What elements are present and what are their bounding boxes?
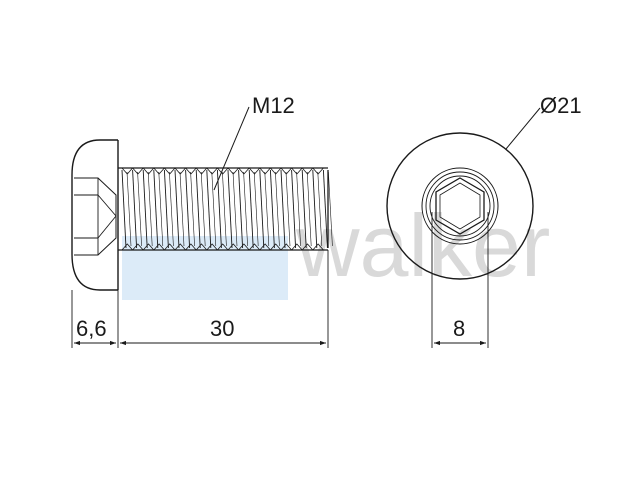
thread-crest-line — [227, 169, 233, 249]
bolt-head-side-view — [71, 139, 119, 291]
thread-root-line — [232, 171, 238, 247]
thread-root-line — [264, 171, 270, 247]
thread-tooth-bottom — [185, 243, 197, 251]
diameter-callout-label: Ø21 — [540, 93, 582, 118]
thread-crest-line — [174, 169, 180, 249]
thread-crest-line — [238, 169, 244, 249]
thread-root-line — [200, 171, 206, 247]
thread-root-line — [211, 171, 217, 247]
thread-root-line — [147, 171, 153, 247]
thread-crest-line — [216, 169, 222, 249]
m12-leader-line — [213, 106, 250, 191]
shank-length-label: 30 — [210, 316, 234, 341]
thread-tooth-bottom — [195, 243, 208, 251]
thread-tooth-bottom — [153, 243, 165, 251]
thread-crest-line — [269, 169, 275, 249]
thread-root-line — [169, 171, 174, 247]
thread-crest-line — [206, 169, 212, 249]
thread-crest-line — [259, 169, 265, 249]
thread-callout-label: M12 — [252, 93, 295, 118]
thread-root-line — [190, 171, 195, 247]
thread-tooth-top — [259, 167, 271, 175]
thread-crest-line — [280, 169, 286, 249]
dimension-shank-length: 30 — [120, 250, 329, 348]
thread-crest-line — [301, 169, 307, 249]
hex-socket-outline — [435, 177, 485, 235]
thread-tooth-top — [132, 167, 144, 175]
thread-tooth-top — [121, 167, 133, 175]
thread-crest-line — [312, 169, 318, 249]
thread-tooth-top — [291, 167, 303, 175]
thread-tooth-bottom — [121, 243, 133, 251]
thread-crest-line — [163, 169, 169, 249]
thread-tooth-bottom — [238, 243, 250, 251]
thread-tooth-bottom — [132, 243, 144, 251]
head-length-label: 6,6 — [76, 316, 107, 341]
thread-tooth-bottom — [164, 243, 176, 251]
thread-tooth-bottom — [217, 243, 229, 251]
dimension-head-length: 6,6 — [71, 290, 119, 348]
thread-tooth-bottom — [142, 243, 155, 251]
thread-crest-line — [195, 169, 201, 249]
thread-tooth-top — [195, 167, 208, 175]
thread-crest-line — [248, 169, 254, 249]
thread-tooth-top — [153, 167, 165, 175]
thread-root-line — [328, 171, 333, 247]
thread-root-line — [243, 171, 248, 247]
thread-root-line — [296, 171, 301, 247]
thread-tooth-bottom — [270, 243, 282, 251]
thread-root-line — [285, 171, 291, 247]
thread-root-line — [317, 171, 323, 247]
thread-lines — [121, 169, 333, 249]
thread-tooth-bottom — [248, 243, 261, 251]
thread-tooth-bottom — [227, 243, 239, 251]
thread-teeth — [121, 167, 324, 251]
thread-crest-line — [185, 169, 191, 249]
watermark-logo-block — [122, 236, 288, 300]
thread-root-line — [179, 171, 185, 247]
thread-tooth-top — [270, 167, 282, 175]
thread-tooth-bottom — [312, 243, 324, 251]
thread-tooth-top — [280, 167, 292, 175]
thread-tooth-top — [217, 167, 229, 175]
thread-tooth-bottom — [291, 243, 303, 251]
thread-tooth-bottom — [259, 243, 271, 251]
thread-crest-line — [153, 169, 159, 249]
thread-root-line — [275, 171, 280, 247]
thread-crest-line — [132, 169, 138, 249]
thread-tooth-top — [142, 167, 155, 175]
thread-root-line — [253, 171, 259, 247]
thread-crest-line — [142, 169, 148, 249]
thread-tooth-top — [301, 167, 314, 175]
thread-root-line — [306, 171, 312, 247]
thread-tooth-top — [238, 167, 250, 175]
thread-root-line — [137, 171, 142, 247]
thread-crest-line — [121, 169, 127, 249]
thread-tooth-top — [248, 167, 261, 175]
thread-tooth-top — [206, 167, 218, 175]
thread-tooth-top — [164, 167, 176, 175]
bolt-head-front-view — [386, 132, 534, 280]
hex-socket-label: 8 — [453, 316, 465, 341]
thread-tooth-top — [174, 167, 186, 175]
thread-root-line — [222, 171, 227, 247]
thread-tooth-bottom — [174, 243, 186, 251]
threaded-shank — [118, 167, 333, 251]
thread-tooth-bottom — [301, 243, 314, 251]
dimension-hex-socket: 8 — [431, 212, 489, 348]
thread-root-line — [126, 171, 132, 247]
thread-root-line — [158, 171, 164, 247]
diameter-leader-line — [505, 107, 541, 150]
thread-tooth-bottom — [280, 243, 292, 251]
thread-tooth-top — [227, 167, 239, 175]
thread-crest-line — [322, 169, 328, 249]
watermark: walker — [122, 196, 550, 300]
thread-crest-line — [291, 169, 297, 249]
thread-tooth-top — [185, 167, 197, 175]
leader-lines — [213, 106, 541, 191]
thread-tooth-top — [312, 167, 324, 175]
thread-tooth-bottom — [206, 243, 218, 251]
